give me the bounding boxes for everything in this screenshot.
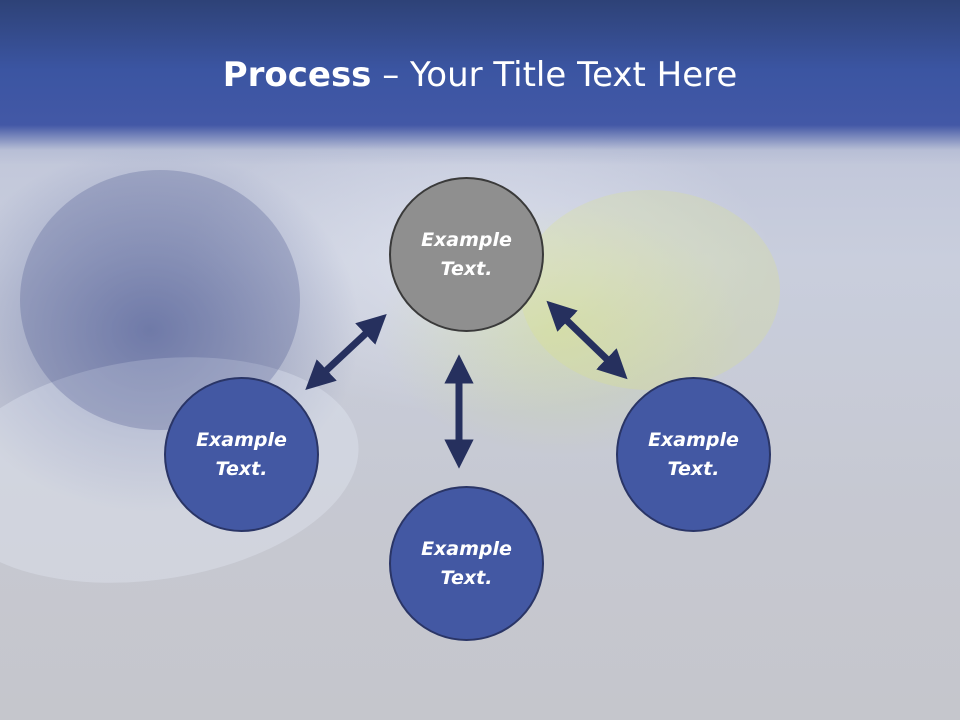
- node-bottom-label: Example Text.: [421, 537, 512, 589]
- node-top-label: Example Text.: [421, 228, 512, 280]
- header-band: [0, 0, 960, 165]
- arrow-top-right: [546, 300, 628, 380]
- node-left: Example Text.: [164, 377, 319, 532]
- node-right-label: Example Text.: [648, 428, 739, 480]
- slide-title: Process – Your Title Text Here: [0, 50, 960, 100]
- arrow-top-left: [305, 313, 387, 391]
- node-left-label: Example Text.: [196, 428, 287, 480]
- node-right: Example Text.: [616, 377, 771, 532]
- title-bold: Process: [222, 55, 372, 95]
- node-top: Example Text.: [389, 177, 544, 332]
- node-bottom: Example Text.: [389, 486, 544, 641]
- title-rest: – Your Title Text Here: [371, 55, 738, 95]
